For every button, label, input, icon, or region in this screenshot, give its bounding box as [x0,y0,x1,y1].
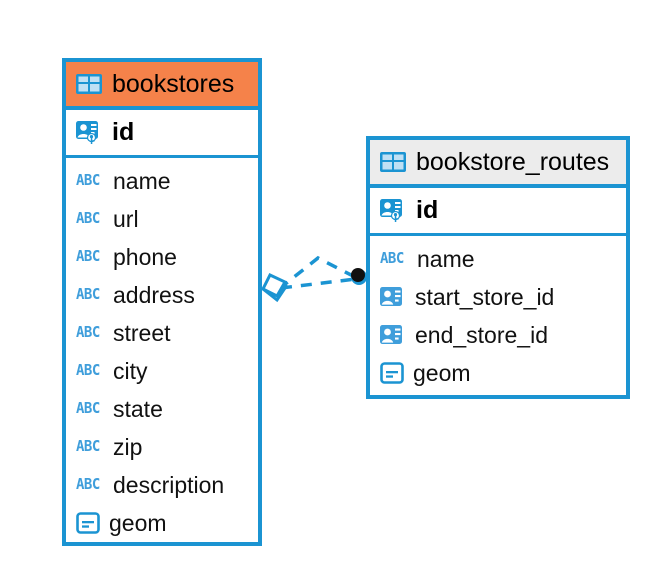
field-label: url [113,205,139,232]
filled-circle-marker [351,268,367,285]
primary-key-row[interactable]: id [66,110,258,158]
primary-key-icon [76,120,102,146]
field-label: name [113,167,171,194]
field-label: name [417,245,475,272]
field-label: geom [109,509,167,536]
table-icon [380,152,406,172]
primary-key-row[interactable]: id [370,188,626,236]
field-row[interactable]: start_store_id [370,278,626,316]
field-row[interactable]: ABC state [66,390,258,428]
field-list: ABC name start_store_id [370,236,626,394]
abc-glyph: ABC [76,210,100,227]
field-row[interactable]: ABC city [66,352,258,390]
abc-glyph: ABC [380,250,404,267]
primary-key-label: id [112,118,135,146]
abc-text-icon: ABC [76,324,104,341]
abc-glyph: ABC [76,286,100,303]
primary-key-label: id [416,196,439,224]
abc-text-icon: ABC [380,250,408,267]
geometry-icon [76,512,100,534]
field-row[interactable]: geom [370,354,626,392]
abc-glyph: ABC [76,438,100,455]
field-label: start_store_id [415,283,555,310]
field-row[interactable]: ABC phone [66,238,258,276]
primary-key-icon [380,198,406,224]
field-label: description [113,471,225,498]
table-icon [76,74,102,94]
field-label: address [113,281,195,308]
field-label: state [113,395,163,422]
abc-glyph: ABC [76,476,100,493]
geometry-icon [380,362,404,384]
field-row[interactable]: end_store_id [370,316,626,354]
field-label: street [113,319,171,346]
entity-header-bookstores[interactable]: bookstores [66,62,258,110]
abc-glyph: ABC [76,172,100,189]
abc-text-icon: ABC [76,476,104,493]
entity-title: bookstores [112,69,235,98]
relationship-line-upper [277,255,358,291]
field-row[interactable]: ABC zip [66,428,258,466]
field-row[interactable]: geom [66,504,258,542]
entity-bookstore-routes[interactable]: bookstore_routes [366,136,630,399]
abc-glyph: ABC [76,400,100,417]
field-label: city [113,357,148,384]
abc-text-icon: ABC [76,362,104,379]
abc-glyph: ABC [76,248,100,265]
foreign-key-icon [380,324,406,346]
entity-title: bookstore_routes [416,147,610,176]
field-row[interactable]: ABC address [66,276,258,314]
abc-glyph: ABC [76,324,100,341]
abc-text-icon: ABC [76,286,104,303]
abc-text-icon: ABC [76,248,104,265]
field-row[interactable]: ABC url [66,200,258,238]
abc-text-icon: ABC [76,172,104,189]
entity-header-bookstore-routes[interactable]: bookstore_routes [370,140,626,188]
field-row[interactable]: ABC name [66,162,258,200]
field-label: zip [113,433,143,460]
abc-text-icon: ABC [76,400,104,417]
field-label: geom [413,359,471,386]
abc-text-icon: ABC [76,438,104,455]
rhombus-marker [260,273,289,303]
field-label: end_store_id [415,321,548,348]
field-row[interactable]: ABC name [370,240,626,278]
relationship-line-lower [280,277,357,290]
field-label: phone [113,243,177,270]
field-row[interactable]: ABC street [66,314,258,352]
foreign-key-icon [380,286,406,308]
field-row[interactable]: ABC description [66,466,258,504]
abc-glyph: ABC [76,362,100,379]
field-list: ABC name ABC url ABC phone ABC [66,158,258,544]
entity-bookstores[interactable]: bookstores [62,58,262,546]
abc-text-icon: ABC [76,210,104,227]
